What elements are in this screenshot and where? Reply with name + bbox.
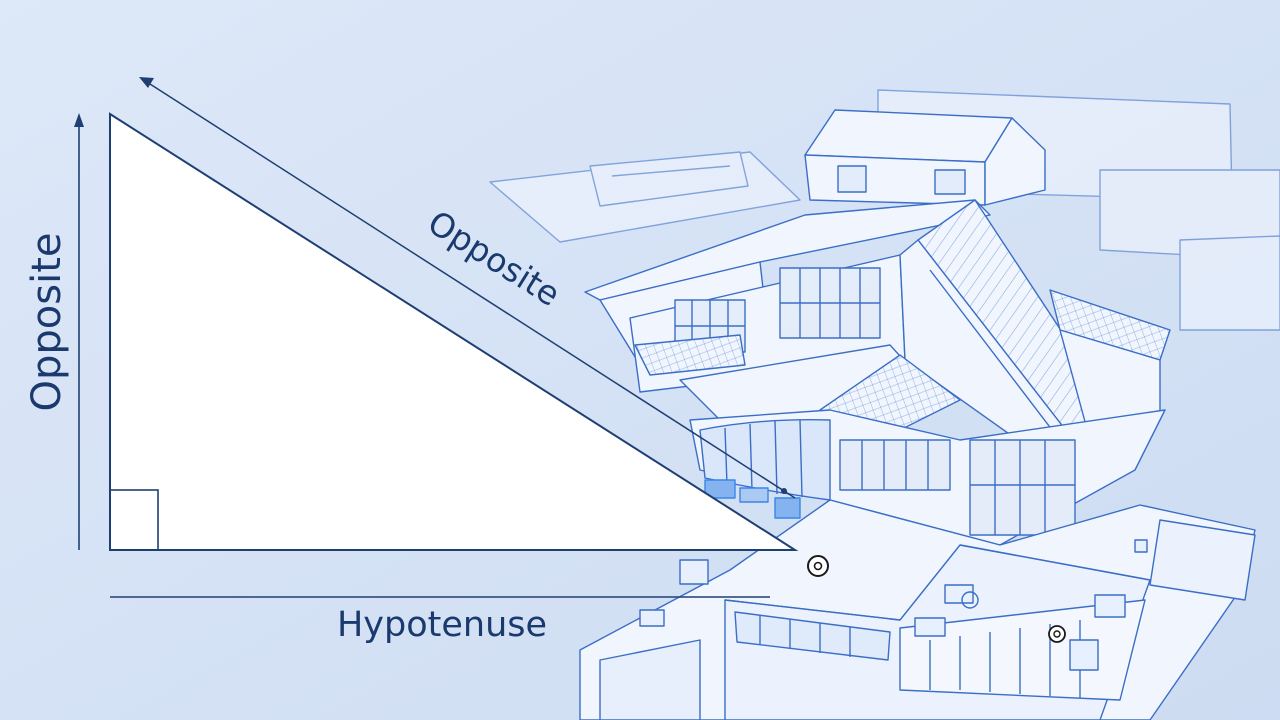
target-marker-icon — [1048, 625, 1066, 643]
right-wing — [1049, 289, 1171, 441]
arrow-up-icon — [74, 113, 84, 127]
vertical-side-label: Opposite — [24, 233, 70, 412]
terrace — [579, 499, 1256, 720]
house-sketch — [489, 89, 1280, 720]
diagonal-side-arrow — [139, 77, 796, 499]
bottom-side-label: Hypotenuse — [337, 605, 547, 645]
lower-facade — [689, 409, 1166, 546]
target-marker-icon — [807, 555, 829, 577]
glass-gable — [899, 199, 1121, 471]
vertical-side-arrow — [74, 113, 84, 550]
arrow-up-left-icon — [139, 77, 154, 88]
right-angle-marker — [109, 489, 159, 551]
right-triangle — [109, 112, 799, 551]
rear-block — [804, 109, 1046, 206]
triangle-shape — [109, 112, 799, 551]
